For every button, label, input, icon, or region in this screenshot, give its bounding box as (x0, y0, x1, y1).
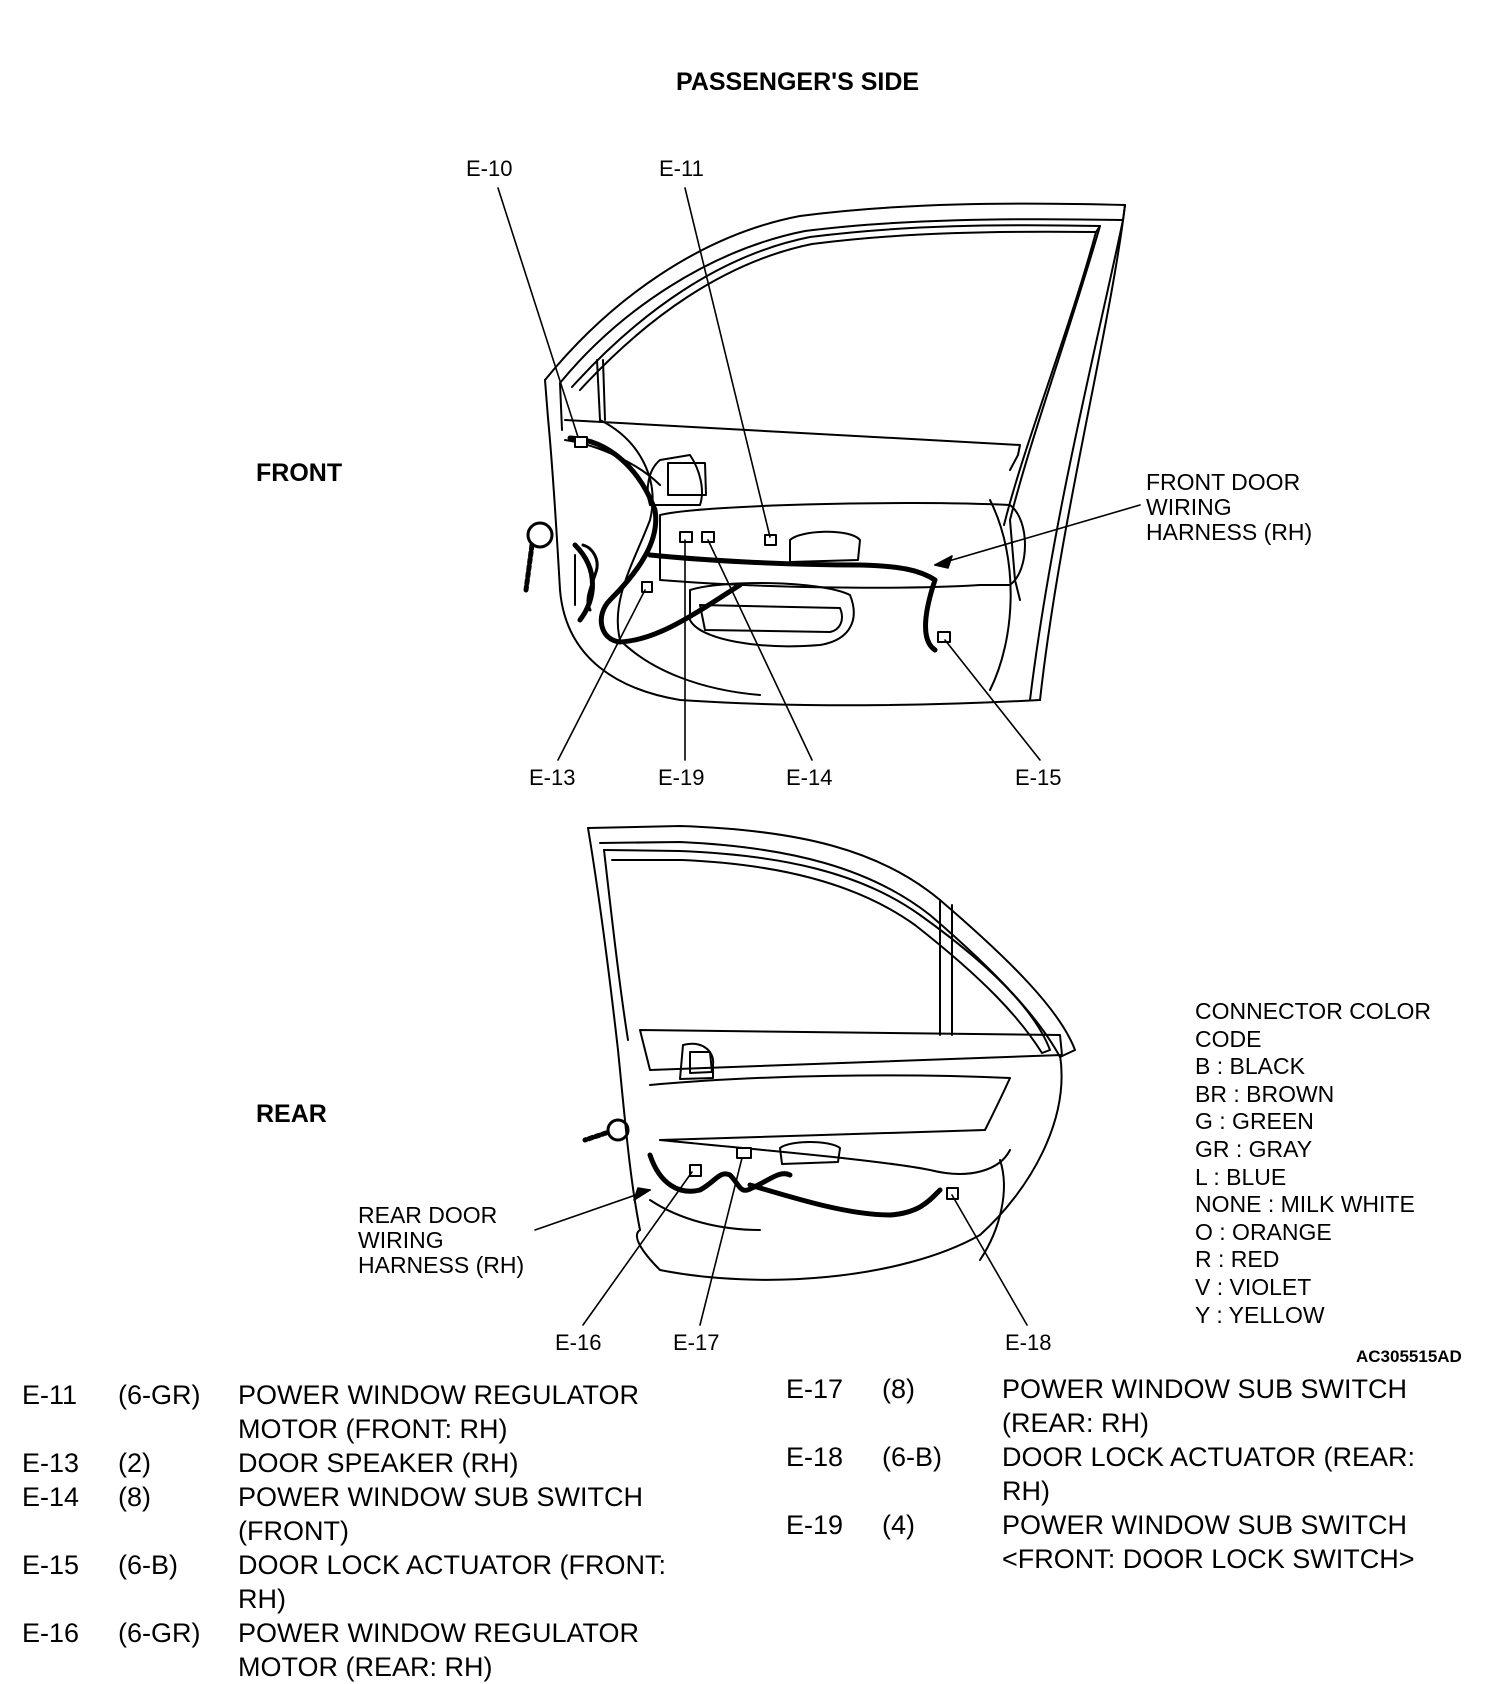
connector-desc: POWER WINDOW REGULATOR MOTOR (REAR: RH) (238, 1618, 640, 1682)
connector-row-e13: E-13 (2) DOOR SPEAKER (RH) (22, 1446, 722, 1480)
color-code-entry: GR : GRAY (1195, 1135, 1313, 1162)
connector-id: E-11 (22, 1380, 78, 1410)
callout-e19: E-19 (658, 765, 705, 790)
rear-view-label: REAR (256, 1100, 327, 1128)
callout-e16: E-16 (555, 1330, 602, 1355)
connector-desc: DOOR LOCK ACTUATOR (REAR: RH) (1002, 1442, 1416, 1506)
callout-e14: E-14 (786, 765, 833, 790)
callout-e10: E-10 (466, 156, 513, 181)
connector-row-e17: E-17 (8) POWER WINDOW SUB SWITCH (REAR: … (786, 1372, 1496, 1440)
color-code-heading-2: CODE (1195, 1025, 1262, 1052)
front-leader-lines (497, 187, 1141, 761)
connector-row-e15: E-15 (6-B) DOOR LOCK ACTUATOR (FRONT: RH… (22, 1548, 722, 1616)
callout-e11: E-11 (659, 156, 704, 181)
connector-id: E-19 (786, 1510, 844, 1540)
color-code-entry: Y : YELLOW (1195, 1301, 1325, 1328)
connector-row-e19: E-19 (4) POWER WINDOW SUB SWITCH <FRONT:… (786, 1508, 1496, 1576)
color-code-heading-1: CONNECTOR COLOR (1195, 998, 1431, 1024)
color-code-entry: BR : BROWN (1195, 1080, 1335, 1107)
connector-spec: (8) (118, 1482, 151, 1512)
color-code-entry: O : ORANGE (1195, 1218, 1332, 1245)
callout-e15: E-15 (1015, 765, 1062, 790)
connector-desc: DOOR LOCK ACTUATOR (FRONT: RH) (238, 1550, 667, 1614)
rear-door-drawing (587, 825, 1076, 1281)
connector-spec: (6-GR) (118, 1618, 201, 1648)
connector-list-left: E-11 (6-GR) POWER WINDOW REGULATOR MOTOR… (22, 1378, 722, 1684)
color-code-entry: L : BLUE (1195, 1163, 1287, 1190)
color-code-entry: B : BLACK (1195, 1053, 1305, 1080)
connector-id: E-14 (22, 1482, 80, 1512)
connector-spec: (2) (118, 1448, 151, 1478)
connector-desc: POWER WINDOW REGULATOR MOTOR (FRONT: RH) (238, 1380, 640, 1444)
rear-harness-label: REAR DOOR WIRING HARNESS (RH) (358, 1202, 525, 1278)
connector-row-e11: E-11 (6-GR) POWER WINDOW REGULATOR MOTOR… (22, 1378, 722, 1446)
figure-id: AC305515AD (1356, 1347, 1462, 1366)
front-harness-label: FRONT DOOR WIRING HARNESS (RH) (1146, 469, 1313, 545)
connector-row-e16: E-16 (6-GR) POWER WINDOW REGULATOR MOTOR… (22, 1616, 722, 1684)
color-code-entry: NONE : MILK WHITE (1195, 1191, 1415, 1218)
connector-row-e18: E-18 (6-B) DOOR LOCK ACTUATOR (REAR: RH) (786, 1440, 1496, 1508)
callout-e18: E-18 (1005, 1330, 1052, 1355)
callout-e13: E-13 (529, 765, 576, 790)
connector-id: E-17 (786, 1374, 844, 1404)
page-title: PASSENGER'S SIDE (676, 68, 920, 96)
connector-spec: (6-B) (118, 1550, 178, 1580)
connector-desc: DOOR SPEAKER (RH) (238, 1448, 519, 1478)
front-grommet (523, 521, 599, 612)
connector-id: E-18 (786, 1442, 844, 1472)
front-harness (567, 435, 938, 653)
connector-spec: (6-B) (882, 1442, 942, 1472)
connector-spec: (6-GR) (118, 1380, 201, 1410)
color-code-key: CONNECTOR COLOR CODE B : BLACK BR : BROW… (1195, 998, 1431, 1329)
rear-leader-lines (534, 1157, 1028, 1326)
front-door-drawing (544, 202, 1126, 707)
connector-desc: POWER WINDOW SUB SWITCH (REAR: RH) (1002, 1374, 1407, 1438)
connector-spec: (4) (882, 1510, 915, 1540)
color-code-entry: V : VIOLET (1195, 1273, 1312, 1300)
connector-desc: POWER WINDOW SUB SWITCH <FRONT: DOOR LOC… (1002, 1510, 1415, 1574)
rear-grommet (582, 1118, 630, 1143)
rear-connectors (689, 1147, 959, 1200)
connector-row-e14: E-14 (8) POWER WINDOW SUB SWITCH (FRONT) (22, 1480, 722, 1548)
connector-list-right: E-17 (8) POWER WINDOW SUB SWITCH (REAR: … (786, 1372, 1496, 1576)
color-code-entry: G : GREEN (1195, 1108, 1314, 1135)
front-connectors (574, 436, 951, 643)
connector-id: E-15 (22, 1550, 80, 1580)
color-code-entry: R : RED (1195, 1246, 1280, 1273)
front-view-label: FRONT (256, 459, 343, 487)
callout-e17: E-17 (673, 1330, 720, 1355)
connector-desc: POWER WINDOW SUB SWITCH (FRONT) (238, 1482, 643, 1546)
connector-id: E-16 (22, 1618, 80, 1648)
connector-id: E-13 (22, 1448, 80, 1478)
connector-spec: (8) (882, 1374, 915, 1404)
